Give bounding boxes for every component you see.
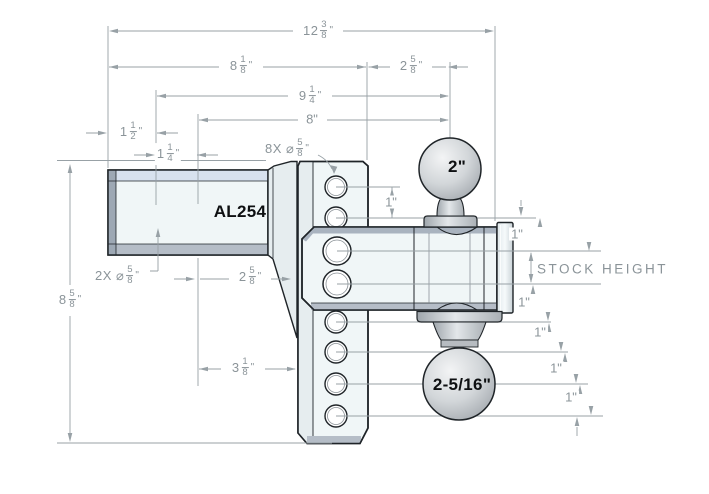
dim-increment-2: 1" <box>516 294 532 310</box>
bottom-hitch-ball <box>416 310 503 421</box>
dim-increment-1: 1" <box>509 226 525 242</box>
dim-rear-hole-to-ball-center: 8" <box>304 111 320 127</box>
bottom-ball-size-label: 2-5/16" <box>432 375 492 394</box>
ball-platform <box>301 221 514 314</box>
stock-height-label: STOCK HEIGHT <box>537 261 669 277</box>
dim-increment-4: 1" <box>548 360 564 376</box>
dim-increment-3: 1" <box>532 324 548 340</box>
top-ball-size-label: 2" <box>447 157 467 176</box>
top-hitch-ball <box>418 137 482 228</box>
model-number-label: AL254 <box>213 202 267 221</box>
dim-increment-5: 1" <box>563 389 579 405</box>
dim-channel-hole-spacing: 1" <box>383 194 399 210</box>
shank-collar <box>267 160 298 339</box>
